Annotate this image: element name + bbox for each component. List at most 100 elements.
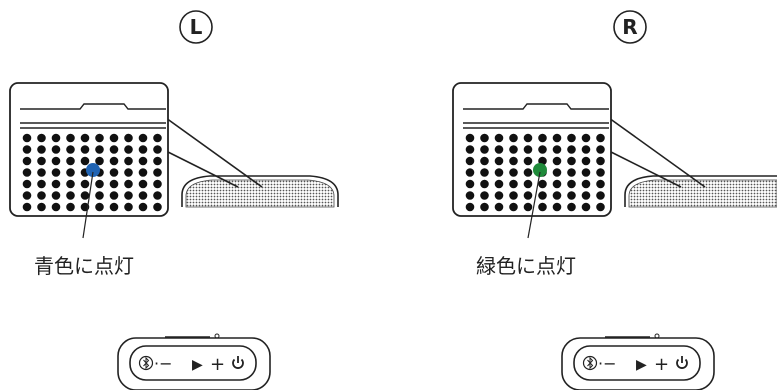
grille-hole: [80, 179, 90, 189]
grille-hole: [153, 133, 162, 143]
left-minus-button[interactable]: ·−: [154, 354, 173, 373]
right-minus-button[interactable]: ·−: [598, 354, 617, 373]
grille-hole: [567, 133, 576, 143]
left-play-button[interactable]: ▶: [192, 357, 203, 373]
grille-hole: [138, 133, 148, 143]
grille-hole: [124, 168, 133, 177]
left-power-icon[interactable]: [232, 356, 244, 369]
grille-hole: [494, 156, 504, 166]
grille-hole: [124, 179, 133, 189]
grille-hole: [523, 179, 533, 189]
grille-hole: [480, 145, 489, 154]
grille-hole: [22, 191, 32, 200]
grille-hole: [37, 133, 46, 143]
grille-hole: [567, 168, 576, 177]
grille-hole: [538, 191, 547, 200]
grille-hole: [51, 179, 61, 189]
grille-hole: [37, 191, 46, 200]
grille-hole: [480, 191, 489, 200]
grille-hole: [80, 156, 90, 166]
left-speaker-grille: [22, 133, 162, 212]
grille-hole: [124, 133, 133, 143]
grille-hole: [494, 168, 504, 177]
grille-hole: [552, 133, 562, 143]
grille-hole: [109, 179, 119, 189]
grille-hole: [66, 145, 75, 154]
grille-hole: [494, 179, 504, 189]
grille-hole: [138, 145, 148, 154]
grille-hole: [596, 168, 605, 177]
grille-hole: [51, 133, 61, 143]
grille-hole: [51, 191, 61, 200]
right-speaker-grille: [465, 133, 605, 212]
left-channel-badge: L: [179, 10, 213, 44]
grille-hole: [552, 145, 562, 154]
right-power-icon[interactable]: [676, 356, 688, 369]
grille-hole: [153, 191, 162, 200]
right-plus-button[interactable]: +: [654, 354, 669, 375]
grille-hole: [523, 145, 533, 154]
grille-hole: [581, 133, 591, 143]
left-zoom-box: [9, 82, 169, 239]
left-caption: 青色に点灯: [34, 254, 134, 278]
grille-hole: [552, 156, 562, 166]
grille-hole: [51, 156, 61, 166]
grille-hole: [153, 145, 162, 154]
grille-hole: [480, 168, 489, 177]
grille-hole: [465, 133, 475, 143]
grille-hole: [124, 156, 133, 166]
grille-hole: [552, 179, 562, 189]
grille-hole: [581, 202, 591, 212]
grille-hole: [22, 168, 32, 177]
right-bluetooth-icon[interactable]: [582, 355, 598, 371]
grille-hole: [109, 156, 119, 166]
grille-hole: [494, 133, 504, 143]
left-control-unit: ·− ▶ +: [117, 333, 271, 390]
grille-hole: [596, 133, 605, 143]
grille-hole: [567, 202, 576, 212]
grille-hole: [37, 145, 46, 154]
grille-hole: [567, 191, 576, 200]
grille-hole: [66, 202, 75, 212]
right-speaker-body: [624, 175, 777, 208]
grille-hole: [596, 202, 605, 212]
left-bluetooth-icon[interactable]: [138, 355, 154, 371]
grille-hole: [552, 202, 562, 212]
grille-hole: [22, 145, 32, 154]
left-plus-button[interactable]: +: [210, 354, 225, 375]
grille-hole: [494, 202, 504, 212]
grille-hole: [37, 202, 46, 212]
grille-hole: [538, 179, 547, 189]
right-panel: R 緑色に点灯 ·− ▶: [452, 10, 777, 390]
grille-hole: [66, 179, 75, 189]
right-caption: 緑色に点灯: [476, 254, 576, 278]
grille-hole: [596, 145, 605, 154]
right-play-button[interactable]: ▶: [636, 357, 647, 373]
grille-hole: [465, 202, 475, 212]
right-control-unit: ·− ▶ +: [561, 333, 715, 390]
grille-hole: [494, 145, 504, 154]
grille-hole: [95, 191, 104, 200]
grille-hole: [581, 156, 591, 166]
grille-hole: [465, 145, 475, 154]
grille-hole: [95, 133, 104, 143]
left-channel-label: L: [190, 15, 203, 39]
grille-hole: [37, 179, 46, 189]
grille-hole: [138, 168, 148, 177]
right-channel-label: R: [622, 15, 637, 39]
grille-hole: [66, 191, 75, 200]
grille-hole: [138, 191, 148, 200]
grille-hole: [66, 133, 75, 143]
grille-hole: [22, 156, 32, 166]
grille-hole: [480, 179, 489, 189]
grille-hole: [538, 202, 547, 212]
grille-hole: [581, 179, 591, 189]
grille-hole: [138, 156, 148, 166]
grille-hole: [66, 168, 75, 177]
grille-hole: [465, 179, 475, 189]
grille-hole: [138, 202, 148, 212]
grille-hole: [51, 202, 61, 212]
left-panel: L 青色に点灯: [9, 10, 339, 390]
grille-hole: [538, 145, 547, 154]
